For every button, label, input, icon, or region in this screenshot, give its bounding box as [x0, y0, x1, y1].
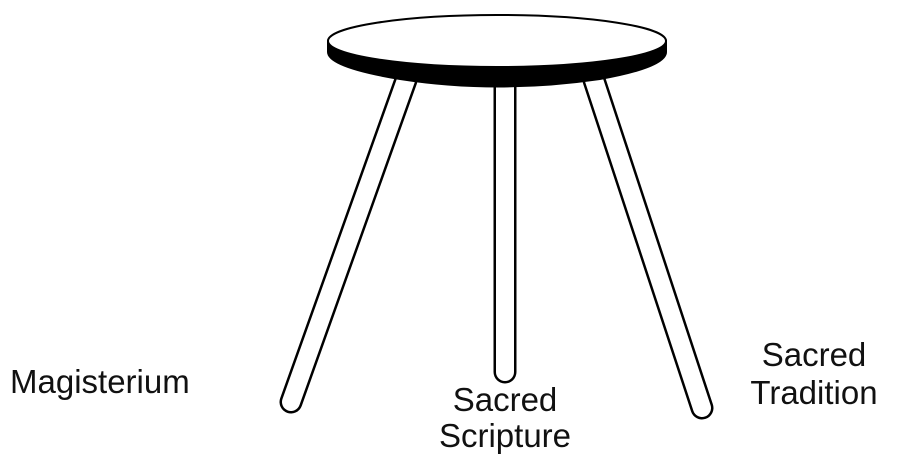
stool-seat-top	[328, 15, 666, 67]
stool-leg-left-inner	[291, 80, 406, 402]
label-sacred-tradition-line2: Tradition	[750, 374, 877, 411]
label-sacred-scripture-line2: Scripture	[439, 417, 571, 454]
stool-leg-right-inner	[594, 80, 702, 408]
stool-seat	[327, 15, 667, 88]
label-sacred-scripture-line1: Sacred	[453, 381, 558, 418]
stool-labels: Magisterium Sacred Scripture Sacred Trad…	[10, 336, 878, 454]
label-magisterium: Magisterium	[10, 363, 190, 400]
label-sacred-tradition-line1: Sacred	[762, 336, 867, 373]
stool-legs	[291, 80, 702, 408]
